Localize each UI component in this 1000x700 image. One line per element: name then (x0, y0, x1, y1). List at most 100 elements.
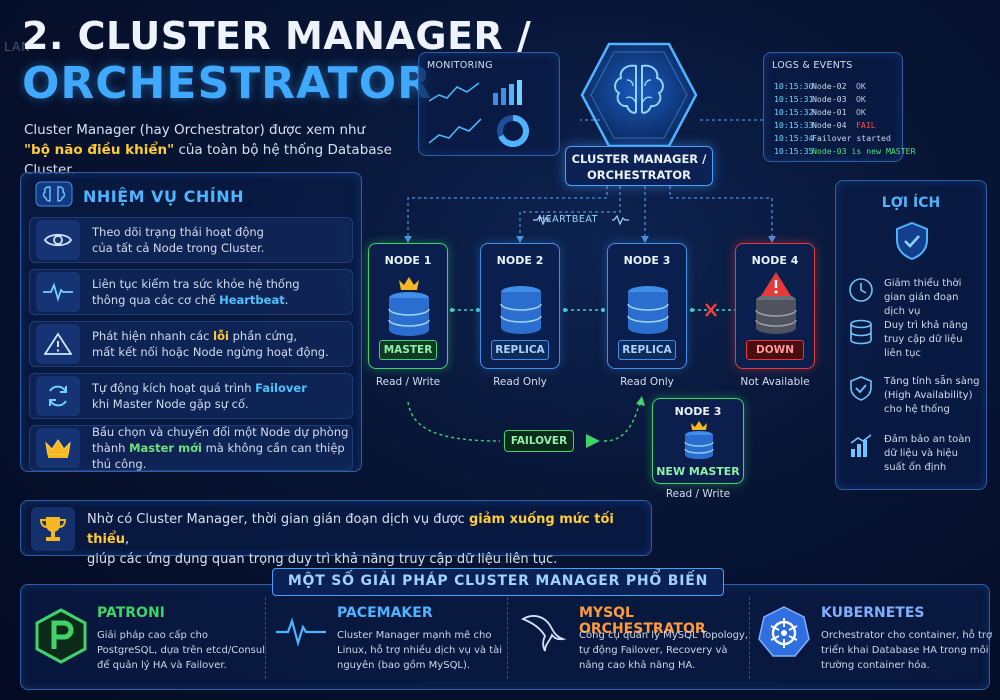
cluster-manager-box: CLUSTER MANAGER / ORCHESTRATOR (565, 146, 713, 186)
node-4-access: Not Available (740, 376, 810, 388)
summary-note: Nhờ có Cluster Manager, thời gian gián đ… (20, 500, 652, 567)
warning-icon (36, 324, 80, 364)
node-title: NODE 3 (623, 254, 671, 267)
database-master-icon (388, 277, 430, 336)
database-icon (850, 319, 872, 345)
solution-desc: Orchestrator cho container, hỗ trợ triển… (821, 630, 993, 671)
task-text: Bầu chọn và chuyển đổi một Node dự phòng… (92, 425, 349, 471)
benefit-text: Duy trì khả năng truy cập dữ liệu liên t… (884, 320, 968, 359)
log-line: 10:15:34Failover started (774, 133, 891, 143)
benefit-text: Đảm bảo an toàn dữ liệu và hiệu suất ổn … (884, 434, 971, 473)
task-item-detect: Phát hiện nhanh các lỗi phần cứng,mất kế… (29, 321, 353, 367)
brain-icon (580, 42, 698, 148)
summary-text: Nhờ có Cluster Manager, thời gian gián đ… (87, 512, 614, 567)
node-3-access: Read Only (620, 376, 674, 388)
divider (265, 597, 266, 679)
benefit-text: Giảm thiểu thời gian gián đoạn dịch vụ (884, 278, 962, 317)
cluster-manager-line2: ORCHESTRATOR (586, 168, 692, 182)
shield-check-icon (896, 221, 928, 261)
eye-icon (36, 220, 80, 260)
node-title: NODE 3 (674, 405, 722, 418)
database-failed-icon (755, 272, 797, 334)
solutions-title: MỘT SỐ GIẢI PHÁP CLUSTER MANAGER PHỔ BIẾ… (272, 568, 724, 596)
trophy-icon (31, 507, 75, 551)
node-1: NODE 1 MASTER (368, 243, 448, 369)
node-title: NODE 4 (751, 254, 799, 267)
tasks-title: NHIỆM VỤ CHÍNH (83, 186, 244, 206)
solution-name: PATRONI (97, 605, 165, 621)
benefits-panel: LỢI ÍCH Giảm thiểu thời gian gián đoạn d… (835, 180, 987, 490)
divider (507, 597, 508, 679)
cluster-manager-line1: CLUSTER MANAGER / (571, 152, 707, 166)
monitoring-panel: MONITORING (418, 52, 560, 156)
solution-patroni: PATRONI Giải pháp cao cấp cho PostgreSQL… (31, 603, 265, 687)
node-title: NODE 1 (384, 254, 432, 267)
tasks-header: NHIỆM VỤ CHÍNH (35, 181, 244, 211)
solution-mysql-orchestrator: MYSQL ORCHESTRATOR Công cụ quản lý MySQL… (513, 603, 748, 687)
mysql-dolphin-icon (520, 615, 567, 652)
benefit-item: Duy trì khả năng truy cập dữ liệu liên t… (848, 319, 982, 361)
node-3: NODE 3 REPLICA (607, 243, 687, 369)
benefit-item: Tăng tính sẵn sàng (High Availability) c… (848, 375, 982, 417)
solution-name: KUBERNETES (821, 605, 925, 621)
divider (749, 597, 750, 679)
heartbeat-label: HEARTBEAT (538, 214, 598, 225)
node-4: NODE 4 DOWN (735, 243, 815, 369)
new-master-role: NEW MASTER (656, 465, 740, 478)
node-title: NODE 2 (496, 254, 544, 267)
database-master-icon (684, 421, 714, 459)
watermark-text: LAN (4, 40, 32, 54)
node-role-badge: DOWN (746, 340, 804, 360)
monitoring-graphs-icon (428, 80, 529, 147)
refresh-icon (36, 376, 80, 416)
benefit-text: Tăng tính sẵn sàng (High Availability) c… (884, 376, 980, 415)
node-role-badge: MASTER (379, 340, 437, 360)
log-line: 10:15:35Node-03 is new MASTER (774, 146, 916, 156)
solution-desc: Cluster Manager mạnh mẽ cho Linux, hỗ tr… (337, 630, 503, 671)
solution-pacemaker: PACEMAKER Cluster Manager mạnh mẽ cho Li… (271, 603, 503, 687)
database-icon (500, 286, 542, 334)
solution-kubernetes: KUBERNETES Orchestrator cho container, h… (755, 603, 992, 687)
node-2: NODE 2 REPLICA (480, 243, 560, 369)
new-master-access: Read / Write (665, 488, 731, 500)
benefit-item: Đảm bảo an toàn dữ liệu và hiệu suất ổn … (848, 433, 982, 475)
solution-name: PACEMAKER (337, 605, 433, 621)
brain-icon (35, 181, 73, 211)
heartbeat-icon (36, 272, 80, 312)
database-icon (627, 286, 669, 334)
new-master-node: NODE 3 NEW MASTER (652, 398, 744, 484)
solution-desc: Giải pháp cao cấp cho PostgreSQL, dựa tr… (97, 630, 265, 671)
intro-highlight: "bộ não điều khiển" (24, 142, 175, 158)
solution-desc: Công cụ quản lý MySQL Topology, tự động … (579, 630, 749, 671)
bar-chart-icon (850, 434, 872, 457)
monitoring-title: MONITORING (427, 60, 493, 71)
intro-part-a: Cluster Manager (hay Orchestrator) được … (24, 122, 366, 138)
page-title-line1: 2. CLUSTER MANAGER / (22, 14, 532, 58)
tasks-panel: NHIỆM VỤ CHÍNH Theo dõi trạng thái hoạt … (20, 172, 362, 472)
clock-icon (849, 278, 873, 302)
task-text: Phát hiện nhanh các lỗi phần cứng,mất kế… (92, 329, 329, 359)
benefits-title: LỢI ÍCH (881, 195, 941, 211)
benefit-item: Giảm thiểu thời gian gián đoạn dịch vụ (848, 277, 982, 319)
page-title-line2: ORCHESTRATOR (22, 58, 432, 109)
node-role-badge: REPLICA (491, 340, 549, 360)
solution-name: MYSQL ORCHESTRATOR (579, 605, 706, 637)
node-2-access: Read Only (493, 376, 547, 388)
shield-check-icon (850, 376, 872, 401)
kubernetes-wheel-icon (758, 606, 810, 657)
node-role-badge: REPLICA (618, 340, 676, 360)
task-item-elect: Bầu chọn và chuyển đổi một Node dự phòng… (29, 425, 353, 471)
patroni-logo-icon (35, 608, 87, 664)
